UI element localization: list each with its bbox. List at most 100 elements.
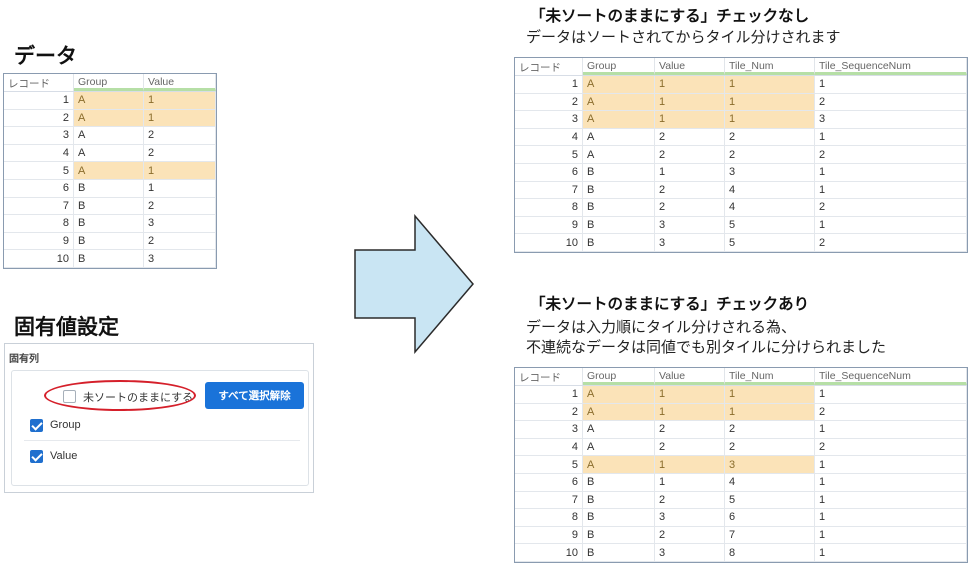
column-header[interactable]: Tile_Num — [725, 368, 815, 385]
record-number: 4 — [515, 438, 583, 456]
panel-title: 固有列 — [9, 354, 39, 365]
table-cell: B — [583, 199, 655, 216]
column-header[interactable]: Tile_Num — [725, 58, 815, 75]
table-cell: 2 — [144, 127, 216, 144]
table-cell: A — [583, 386, 655, 403]
column-header[interactable]: Tile_SequenceNum — [815, 368, 967, 385]
table-cell: 2 — [144, 232, 216, 250]
table-cell: 2 — [655, 491, 725, 509]
column-header[interactable]: Tile_SequenceNum — [815, 58, 967, 75]
table-cell: 1 — [815, 163, 967, 181]
table-cell: A — [583, 93, 655, 111]
table-cell: 1 — [144, 179, 216, 197]
table-cell: B — [583, 544, 655, 561]
table-cell: A — [583, 76, 655, 93]
table-cell: B — [74, 215, 144, 232]
table-cell: 1 — [655, 403, 725, 421]
column-header[interactable]: レコード — [4, 74, 74, 91]
table-cell: 2 — [655, 146, 725, 163]
table-cell: B — [74, 232, 144, 250]
table-cell: 2 — [144, 197, 216, 215]
table-cell: 3 — [815, 111, 967, 128]
table-cell: B — [583, 491, 655, 509]
table-cell: 2 — [655, 438, 725, 456]
record-number: 6 — [4, 179, 74, 197]
column-header[interactable]: Group — [583, 58, 655, 75]
table-cell: 1 — [144, 92, 216, 109]
record-number: 9 — [515, 216, 583, 234]
table-cell: 4 — [725, 473, 815, 491]
group-checkbox[interactable] — [30, 419, 43, 432]
table-cell: 1 — [815, 544, 967, 561]
top-section-title: 「未ソートのままにする」チェックなし — [530, 7, 810, 25]
column-header[interactable]: Value — [655, 368, 725, 385]
column-header[interactable]: Group — [583, 368, 655, 385]
table-cell: A — [583, 421, 655, 438]
table-cell: 2 — [815, 234, 967, 251]
table-cell: 2 — [655, 181, 725, 199]
table-cell: 1 — [815, 421, 967, 438]
deselect-all-button[interactable]: すべて選択解除 — [205, 382, 304, 409]
column-header[interactable]: Value — [144, 74, 216, 91]
column-header[interactable]: Value — [655, 58, 725, 75]
table-cell: 1 — [815, 509, 967, 526]
record-number: 5 — [515, 456, 583, 473]
unique-settings-panel: 固有列 未ソートのままにする すべて選択解除 Group Value — [4, 343, 314, 493]
table-cell: 7 — [725, 526, 815, 544]
table-cell: 3 — [655, 544, 725, 561]
value-label[interactable]: Value — [50, 450, 78, 462]
table-cell: 1 — [815, 456, 967, 473]
table-cell: 2 — [815, 199, 967, 216]
record-number: 3 — [4, 127, 74, 144]
table-cell: 3 — [725, 456, 815, 473]
table-cell: A — [583, 128, 655, 146]
table-cell: 4 — [725, 181, 815, 199]
record-number: 1 — [515, 386, 583, 403]
table-cell: 1 — [725, 93, 815, 111]
record-number: 1 — [4, 92, 74, 109]
data-heading: データ — [14, 44, 77, 68]
table-cell: B — [583, 181, 655, 199]
record-number: 1 — [515, 76, 583, 93]
table-cell: 1 — [815, 526, 967, 544]
table-cell: 2 — [815, 438, 967, 456]
table-cell: 2 — [655, 526, 725, 544]
value-checkbox[interactable] — [30, 450, 43, 463]
record-number: 10 — [515, 234, 583, 251]
record-number: 10 — [4, 250, 74, 267]
column-header[interactable]: レコード — [515, 368, 583, 385]
record-number: 8 — [4, 215, 74, 232]
table-cell: A — [74, 144, 144, 162]
table-cell: 2 — [815, 403, 967, 421]
record-number: 8 — [515, 509, 583, 526]
table-cell: B — [583, 234, 655, 251]
table-cell: A — [74, 92, 144, 109]
record-number: 3 — [515, 111, 583, 128]
record-number: 2 — [515, 93, 583, 111]
record-number: 8 — [515, 199, 583, 216]
table-cell: 1 — [655, 456, 725, 473]
record-number: 6 — [515, 163, 583, 181]
column-header[interactable]: レコード — [515, 58, 583, 75]
table-cell: A — [74, 162, 144, 179]
table-cell: 1 — [655, 386, 725, 403]
column-header[interactable]: Group — [74, 74, 144, 91]
group-label[interactable]: Group — [50, 419, 81, 431]
table-cell: B — [74, 197, 144, 215]
